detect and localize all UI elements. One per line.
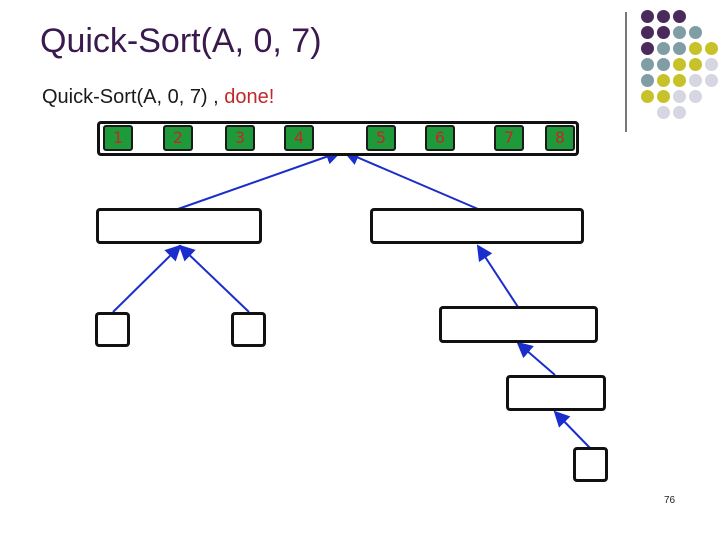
tree-node-left-leaf-2 xyxy=(231,312,266,347)
decor-dot xyxy=(689,90,702,103)
tree-node-right xyxy=(370,208,584,244)
decor-dot xyxy=(705,74,718,87)
decor-dot xyxy=(705,42,718,55)
decor-dot xyxy=(689,42,702,55)
decor-dot xyxy=(657,10,670,23)
array-cell: 5 xyxy=(366,125,396,151)
decor-dot xyxy=(705,58,718,71)
array-cell: 8 xyxy=(545,125,575,151)
tree-node-right-leaf xyxy=(573,447,608,482)
decor-dot xyxy=(657,90,670,103)
array-cell: 7 xyxy=(494,125,524,151)
decor-dot xyxy=(673,74,686,87)
array-cell: 2 xyxy=(163,125,193,151)
decor-dot xyxy=(657,26,670,39)
array-cell: 6 xyxy=(425,125,455,151)
decor-dot xyxy=(657,42,670,55)
decor-dot-grid xyxy=(633,8,720,119)
decor-dot xyxy=(689,58,702,71)
edge-root-left xyxy=(177,149,342,210)
tree-node-right-child xyxy=(439,306,598,343)
decor-dot xyxy=(673,42,686,55)
slide-subtitle: Quick-Sort(A, 0, 7) , done! xyxy=(42,86,274,109)
decor-dot xyxy=(657,58,670,71)
tree-node-left-leaf-1 xyxy=(95,312,130,347)
array-cell: 3 xyxy=(225,125,255,151)
array-cell: 4 xyxy=(284,125,314,151)
tree-node-left xyxy=(96,208,262,244)
decor-dot xyxy=(641,90,654,103)
decor-dot xyxy=(657,74,670,87)
decor-dot xyxy=(641,42,654,55)
subtitle-call: Quick-Sort(A, 0, 7) , xyxy=(42,86,219,108)
decor-dot xyxy=(657,106,670,119)
slide-title: Quick-Sort(A, 0, 7) xyxy=(40,22,322,60)
decor-dot xyxy=(673,90,686,103)
decor-divider xyxy=(625,12,627,132)
tree-node-right-grandchild xyxy=(506,375,606,411)
edge-left-leftleaf xyxy=(112,244,182,313)
edge-right-chain1 xyxy=(476,244,519,308)
edge-left-rightleaf xyxy=(178,244,250,313)
decor-dot xyxy=(689,74,702,87)
edge-right-chain3 xyxy=(553,410,591,449)
decor-dot xyxy=(641,58,654,71)
decor-dot xyxy=(673,26,686,39)
decor-dot xyxy=(641,10,654,23)
array-cell: 1 xyxy=(103,125,133,151)
page-number: 76 xyxy=(664,495,676,506)
decor-dot xyxy=(641,74,654,87)
decor-dot xyxy=(673,106,686,119)
decor-dot xyxy=(673,10,686,23)
decor-dot xyxy=(689,26,702,39)
decor-dot xyxy=(641,26,654,39)
subtitle-done: done! xyxy=(224,86,275,108)
decor-dot xyxy=(673,58,686,71)
edge-right-chain2 xyxy=(516,341,556,376)
edge-root-right xyxy=(343,150,479,210)
